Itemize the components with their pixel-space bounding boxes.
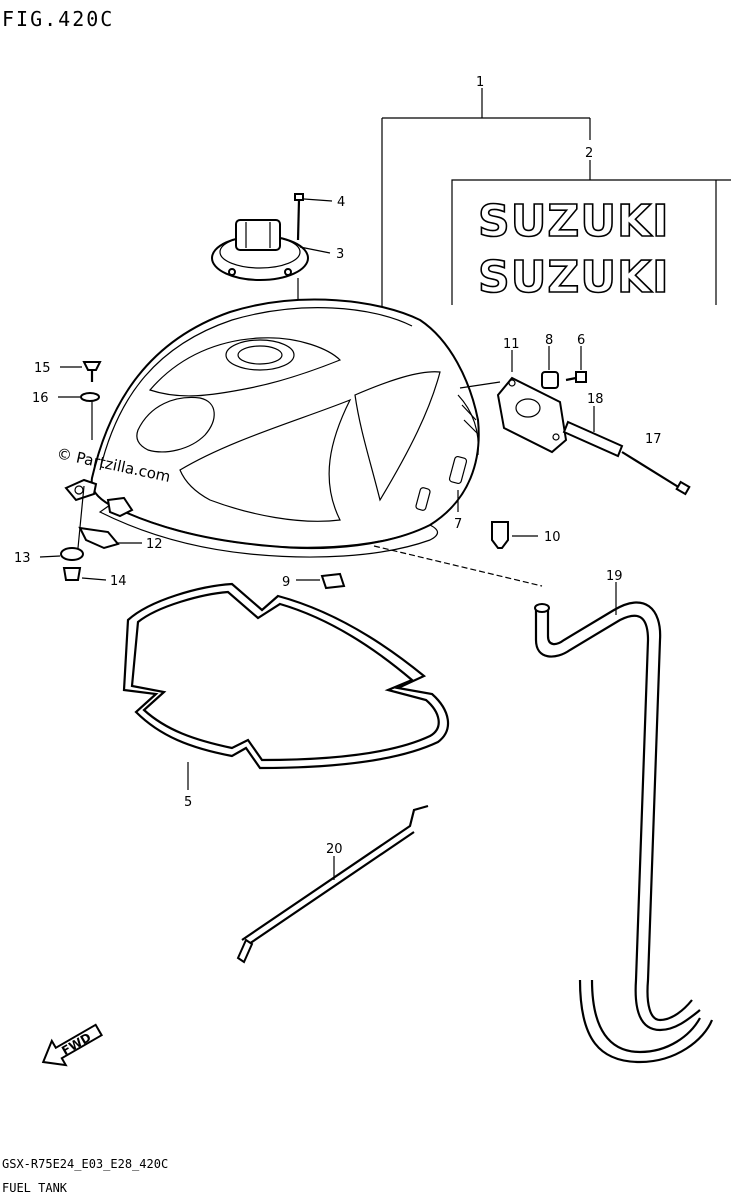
drain-rod-20	[236, 804, 429, 964]
callout-13: 13	[14, 551, 31, 566]
figure-title: FIG.420C	[2, 7, 114, 31]
callout-20: 20	[326, 842, 343, 857]
callout-19: 19	[606, 569, 623, 584]
fuel-tank	[90, 298, 480, 558]
callout-17: 17	[645, 432, 662, 447]
spacer-18	[562, 406, 624, 458]
callout-18: 18	[587, 392, 604, 407]
bracket-12	[78, 526, 142, 550]
leader-tab	[77, 485, 85, 549]
fuel-cap	[211, 219, 331, 355]
model-code: GSX-R75E24_E03_E28_420C	[2, 1157, 168, 1171]
suzuki-logo-top: SUZUKI	[478, 196, 670, 247]
cap-bolt	[294, 193, 333, 241]
suzuki-logo-bottom: SUZUKI	[478, 252, 670, 303]
callout-15: 15	[34, 361, 51, 376]
collar-14	[62, 567, 107, 581]
callout-14: 14	[110, 574, 127, 589]
callout-3: 3	[336, 247, 344, 262]
callout-4: 4	[337, 195, 345, 210]
callout-8: 8	[545, 333, 553, 348]
fwd-label: FWD	[59, 1030, 93, 1058]
washer-16	[58, 392, 100, 402]
callout-12: 12	[146, 537, 163, 552]
callout-7: 7	[454, 517, 462, 532]
assembly-bracket	[381, 88, 591, 312]
callout-10: 10	[544, 530, 561, 545]
rear-mount-tab	[64, 478, 134, 518]
mounting-bracket	[459, 350, 568, 454]
collar-8	[541, 346, 559, 389]
fwd-arrow: FWD	[41, 1023, 104, 1067]
decal-set: SUZUKI SUZUKI	[451, 179, 731, 305]
callout-11: 11	[503, 337, 520, 352]
clip-9	[296, 572, 346, 590]
callout-9: 9	[282, 575, 290, 590]
cushion-13	[39, 547, 84, 561]
callout-5: 5	[184, 795, 192, 810]
bolt-6	[565, 346, 587, 383]
callout-2: 2	[585, 146, 593, 161]
callout-6: 6	[577, 333, 585, 348]
callout-1: 1	[476, 75, 484, 90]
bolt-15	[60, 361, 102, 382]
section-name: FUEL TANK	[2, 1181, 68, 1195]
damper-10	[491, 521, 538, 549]
long-bolt-17	[621, 451, 691, 496]
vent-hose-19	[373, 545, 714, 1064]
gasket-5	[122, 582, 450, 790]
callout-16: 16	[32, 391, 49, 406]
